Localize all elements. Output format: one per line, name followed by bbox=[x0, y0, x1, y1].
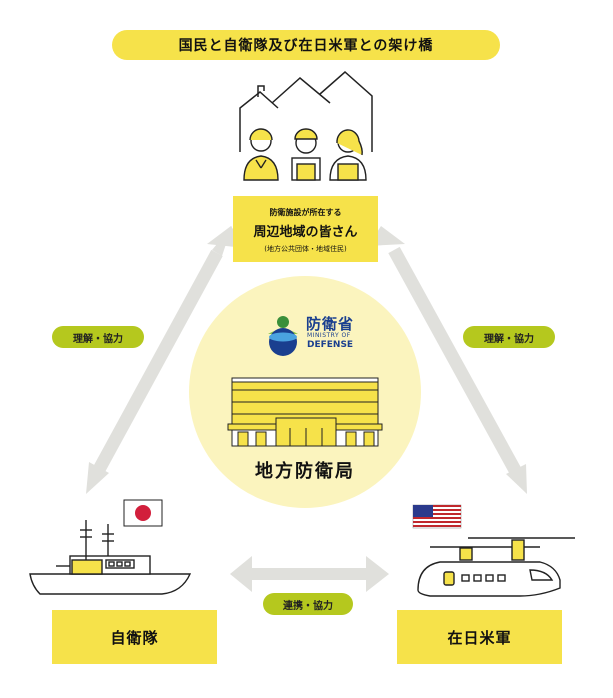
japan-flag-icon bbox=[123, 499, 163, 527]
us-flag-icon bbox=[412, 504, 462, 529]
mod-logo-icon bbox=[268, 316, 298, 356]
relation-label-left: 理解・協力 bbox=[52, 326, 144, 348]
bureau-building-front bbox=[227, 377, 383, 447]
relation-label-bottom: 連携・協力 bbox=[263, 593, 353, 615]
arrow-bottom-double bbox=[230, 556, 389, 592]
houses-illustration bbox=[239, 70, 373, 152]
mod-logo-en-large: DEFENSE bbox=[307, 340, 354, 350]
ship-illustration bbox=[29, 520, 192, 595]
usfj-box: 在日米軍 bbox=[397, 610, 562, 664]
diagram-title: 国民と自衛隊及び在日米軍との架け橋 bbox=[112, 30, 500, 60]
sdf-box: 自衛隊 bbox=[52, 610, 217, 664]
mod-logo-en-small: MINISTRY OF bbox=[307, 332, 351, 339]
residents-box: 防衛施設が所在する 周辺地域の皆さん (地方公共団体・地域住民) bbox=[233, 196, 378, 262]
people-illustration bbox=[243, 128, 367, 181]
bureau-label: 地方防衛局 bbox=[255, 461, 355, 482]
residents-line3: (地方公共団体・地域住民) bbox=[264, 245, 347, 253]
residents-line1: 防衛施設が所在する bbox=[269, 208, 342, 217]
residents-line2: 周辺地域の皆さん bbox=[253, 225, 358, 240]
helicopter-illustration bbox=[417, 537, 575, 597]
relation-label-right: 理解・協力 bbox=[463, 326, 555, 348]
mod-logo-ja: 防衛省 bbox=[306, 315, 355, 333]
